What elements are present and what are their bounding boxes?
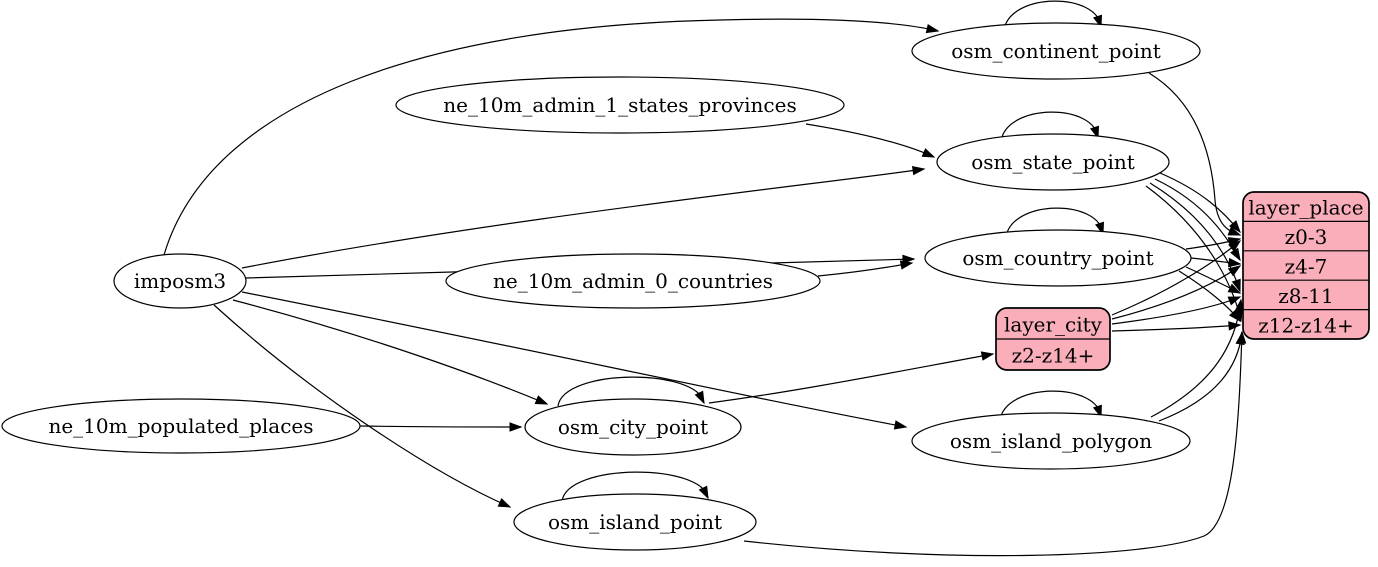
node-label-osm_state_point: osm_state_point <box>971 150 1135 174</box>
arrowhead-imposm3--to--osm_state_point <box>911 165 926 176</box>
edge-osm_island_point--to--layer_place-z12-z14+ <box>743 331 1243 557</box>
record-row-label-layer_city-0: layer_city <box>1004 313 1103 337</box>
node-shape-ne_10m_admin_1_states_provinces <box>395 76 845 134</box>
node-osm_city_point: osm_city_point <box>524 398 742 456</box>
record-row-label-layer_place-0: layer_place <box>1248 196 1363 220</box>
edge-osm_city_point--to--layer_city-z2-z14+ <box>708 353 994 404</box>
arrowhead-osm_island_point--to--osm_island_point <box>698 485 709 500</box>
edge-imposm3--to--osm_continent_point <box>163 18 939 256</box>
edge-imposm3--to--osm_state_point <box>241 168 925 269</box>
record-row-label-layer_place-2: z4-7 <box>1285 255 1328 279</box>
arrowhead-imposm3--to--osm_island_polygon <box>893 420 908 430</box>
arrowhead-ne_10m_populated_places--to--osm_city_point <box>509 422 523 432</box>
arrowhead-osm_state_point--to--layer_place-z0-3 <box>1229 220 1241 234</box>
node-label-ne_10m_admin_0_countries: ne_10m_admin_0_countries <box>493 269 773 293</box>
node-ne_10m_populated_places: ne_10m_populated_places <box>1 398 361 454</box>
edge-osm_island_point--to--osm_island_point <box>561 471 709 502</box>
node-osm_island_polygon: osm_island_polygon <box>911 412 1191 470</box>
edges-layer <box>163 0 1247 557</box>
node-label-ne_10m_admin_1_states_provinces: ne_10m_admin_1_states_provinces <box>443 93 796 117</box>
edge-osm_island_polygon--to--layer_place-z12-z14+ <box>1158 332 1243 422</box>
arrowhead-osm_country_point--to--layer_place-z4-7 <box>1227 257 1242 268</box>
node-shape-osm_continent_point <box>911 22 1201 80</box>
edge-osm_city_point--to--osm_city_point <box>557 376 705 407</box>
edge-imposm3--to--osm_island_point <box>213 304 511 508</box>
node-shape-imposm3 <box>113 253 247 309</box>
edge-osm_continent_point--to--layer_place-z0-3 <box>1148 72 1241 236</box>
arrowhead-imposm3--to--osm_island_point <box>497 497 512 508</box>
node-osm_island_point: osm_island_point <box>513 493 757 551</box>
edge-ne_10m_admin_1_states_provinces--to--osm_state_point <box>805 123 935 158</box>
edge-imposm3--to--osm_island_polygon <box>241 291 907 428</box>
edge-ne_10m_admin_0_countries--to--osm_country_point <box>817 262 913 277</box>
node-label-imposm3: imposm3 <box>134 269 226 293</box>
edge-osm_island_polygon--to--layer_place-z8-11 <box>1150 299 1242 418</box>
node-ne_10m_admin_0_countries: ne_10m_admin_0_countries <box>445 253 821 309</box>
node-shape-osm_state_point <box>936 133 1170 191</box>
node-imposm3: imposm3 <box>113 253 247 309</box>
record-shape-layer_place <box>1242 191 1370 340</box>
node-shape-osm_island_point <box>513 493 757 551</box>
record-row-label-layer_place-4: z12-z14+ <box>1258 313 1354 337</box>
edge-imposm3--to--osm_city_point <box>232 299 548 405</box>
arrowhead-osm_state_point--to--layer_place-z4-7 <box>1230 247 1241 262</box>
record-layer_city: layer_city z2-z14+ <box>995 307 1111 371</box>
arrowhead-imposm3--to--osm_country_point <box>902 254 916 265</box>
node-osm_continent_point: osm_continent_point <box>911 22 1201 80</box>
arrowhead-osm_city_point--to--osm_city_point <box>694 390 705 405</box>
edge-ne_10m_populated_places--to--osm_city_point <box>359 425 522 428</box>
arrowhead-imposm3--to--osm_city_point <box>534 395 549 405</box>
arrowhead-osm_island_point--to--layer_place-z12-z14+ <box>1236 330 1247 344</box>
arrowhead-layer_city--to--layer_place-z4-7 <box>1227 265 1242 277</box>
arrowhead-osm_state_point--to--layer_place-z8-11 <box>1231 278 1241 293</box>
arrowhead-imposm3--to--osm_continent_point <box>925 23 940 34</box>
node-label-osm_country_point: osm_country_point <box>962 246 1153 270</box>
edge-layer_city--to--layer_place-z12-z14+ <box>1111 324 1241 332</box>
nodes-layer: imposm3 ne_10m_admin_1_states_provincesne… <box>1 22 1370 551</box>
record-row-label-layer_place-3: z8-11 <box>1278 284 1333 308</box>
node-label-ne_10m_populated_places: ne_10m_populated_places <box>48 414 313 438</box>
node-osm_country_point: osm_country_point <box>924 229 1192 287</box>
arrowhead-layer_city--to--layer_place-z8-11 <box>1227 296 1242 306</box>
record-row-label-layer_city-1: z2-z14+ <box>1012 344 1095 368</box>
node-shape-ne_10m_admin_0_countries <box>445 253 821 309</box>
arrowhead-osm_state_point--to--osm_state_point <box>1090 125 1100 140</box>
node-shape-osm_city_point <box>524 398 742 456</box>
record-layer_place: layer_place z0-3 z4-7 z8-11 z12-z14+ <box>1242 191 1370 340</box>
node-label-osm_continent_point: osm_continent_point <box>951 39 1161 63</box>
record-row-label-layer_place-1: z0-3 <box>1285 225 1328 249</box>
node-label-osm_island_point: osm_island_point <box>548 510 722 534</box>
node-label-osm_city_point: osm_city_point <box>558 415 708 439</box>
node-ne_10m_admin_1_states_provinces: ne_10m_admin_1_states_provinces <box>395 76 845 134</box>
arrowhead-ne_10m_admin_0_countries--to--osm_country_point <box>899 260 914 270</box>
node-shape-osm_country_point <box>924 229 1192 287</box>
node-label-osm_island_polygon: osm_island_polygon <box>950 429 1152 453</box>
arrowhead-osm_continent_point--to--layer_place-z0-3 <box>1227 226 1242 236</box>
edge-layer_city--to--layer_place-z0-3 <box>1111 240 1241 316</box>
arrowhead-osm_country_point--to--layer_place-z8-11 <box>1227 283 1242 294</box>
node-shape-ne_10m_populated_places <box>1 398 361 454</box>
arrowhead-osm_city_point--to--layer_city-z2-z14+ <box>980 351 995 361</box>
arrowhead-layer_city--to--layer_place-z0-3 <box>1228 240 1242 252</box>
arrowhead-ne_10m_admin_1_states_provinces--to--osm_state_point <box>921 148 936 158</box>
node-shape-osm_island_polygon <box>911 412 1191 470</box>
node-osm_state_point: osm_state_point <box>936 133 1170 191</box>
